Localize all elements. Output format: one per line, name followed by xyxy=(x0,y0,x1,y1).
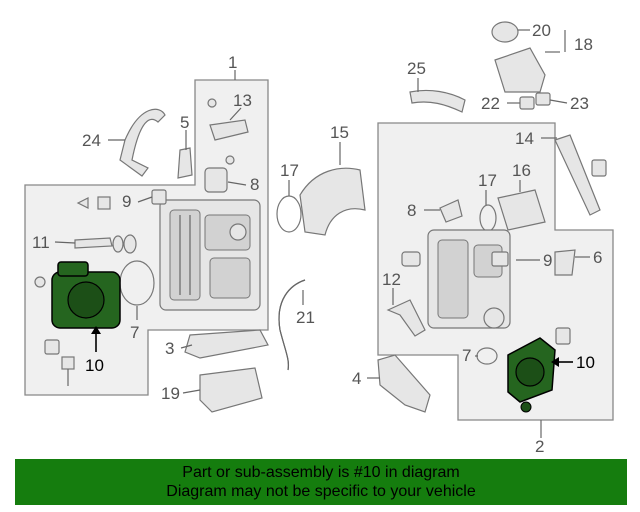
callout-3: 3 xyxy=(165,339,174,358)
part-11-pipe xyxy=(74,237,113,249)
part-19-cover xyxy=(199,367,263,413)
callout-16: 16 xyxy=(512,161,531,180)
part-11-seal xyxy=(123,234,137,254)
part-25-hose xyxy=(409,89,466,113)
part-15-elbow xyxy=(299,167,366,236)
callout-9-left: 9 xyxy=(122,192,131,211)
info-banner: Part or sub-assembly is #10 in diagram D… xyxy=(15,459,627,505)
left-sensor-8 xyxy=(204,167,228,193)
leader-lines xyxy=(54,29,590,438)
callout-5: 5 xyxy=(180,113,189,132)
callout-17-left: 17 xyxy=(280,161,299,180)
part-23-fitting xyxy=(535,92,551,106)
callout-19: 19 xyxy=(161,384,180,403)
right-fitting xyxy=(401,251,421,267)
callout-1: 1 xyxy=(228,53,237,72)
banner-line-1: Part or sub-assembly is #10 in diagram xyxy=(182,464,460,481)
part-13-fitting xyxy=(209,119,249,141)
exploded-parts-diagram: 1 13 5 24 8 9 11 7 10 3 19 17 15 21 25 2… xyxy=(24,21,614,456)
callout-20: 20 xyxy=(532,21,551,40)
part-3-bracket xyxy=(184,329,269,359)
callout-21: 21 xyxy=(296,308,315,327)
callout-2: 2 xyxy=(535,437,544,456)
callout-10-right[interactable]: 10 xyxy=(576,353,595,372)
left-sensor-9 xyxy=(151,189,167,205)
callout-11: 11 xyxy=(32,233,50,252)
right-throttle-body[interactable] xyxy=(507,337,556,413)
callout-12: 12 xyxy=(382,270,401,289)
part-11-ring xyxy=(112,235,124,253)
callout-8-right: 8 xyxy=(407,201,416,220)
part-6-bracket xyxy=(554,249,576,276)
callout-10-arrows xyxy=(91,326,573,367)
left-small-parts xyxy=(34,196,111,386)
right-connector xyxy=(555,327,571,345)
callout-8-left: 8 xyxy=(250,175,259,194)
callout-18: 18 xyxy=(574,35,593,54)
callout-14: 14 xyxy=(515,129,534,148)
part-14-clip xyxy=(591,159,607,177)
callout-25: 25 xyxy=(407,59,426,78)
callout-22: 22 xyxy=(481,94,500,113)
part-18-housing xyxy=(494,47,546,93)
part-4-bracket xyxy=(377,354,431,413)
bolt-icon xyxy=(207,98,217,108)
right-sensor-9 xyxy=(491,251,509,267)
callout-7-right: 7 xyxy=(462,346,471,365)
callout-17-right: 17 xyxy=(478,171,497,190)
callout-24: 24 xyxy=(82,131,101,150)
callout-13: 13 xyxy=(233,91,252,110)
callout-15: 15 xyxy=(330,123,349,142)
callout-9-right: 9 xyxy=(543,251,552,270)
part-20-cap xyxy=(491,21,519,43)
callout-23: 23 xyxy=(570,94,589,113)
left-throttle-body[interactable] xyxy=(51,261,121,329)
right-intake-manifold xyxy=(427,229,511,329)
part-17-clamp-left xyxy=(276,195,302,233)
banner-line-2: Diagram may not be specific to your vehi… xyxy=(166,483,476,500)
part-21-outline xyxy=(278,279,306,371)
callout-6: 6 xyxy=(593,248,602,267)
right-sensor-8 xyxy=(439,199,463,223)
callout-7-left: 7 xyxy=(130,323,139,342)
part-16-tube xyxy=(497,189,546,231)
part-22-fitting xyxy=(519,96,535,110)
callout-10-left[interactable]: 10 xyxy=(85,356,104,375)
part-14-bracket xyxy=(554,134,601,216)
part-5-bracket xyxy=(177,147,193,179)
bolt-icon xyxy=(225,155,235,165)
part-24-hose xyxy=(119,108,166,177)
part-12-hose xyxy=(386,299,426,337)
callout-4: 4 xyxy=(352,369,361,388)
left-intake-manifold xyxy=(159,199,261,311)
